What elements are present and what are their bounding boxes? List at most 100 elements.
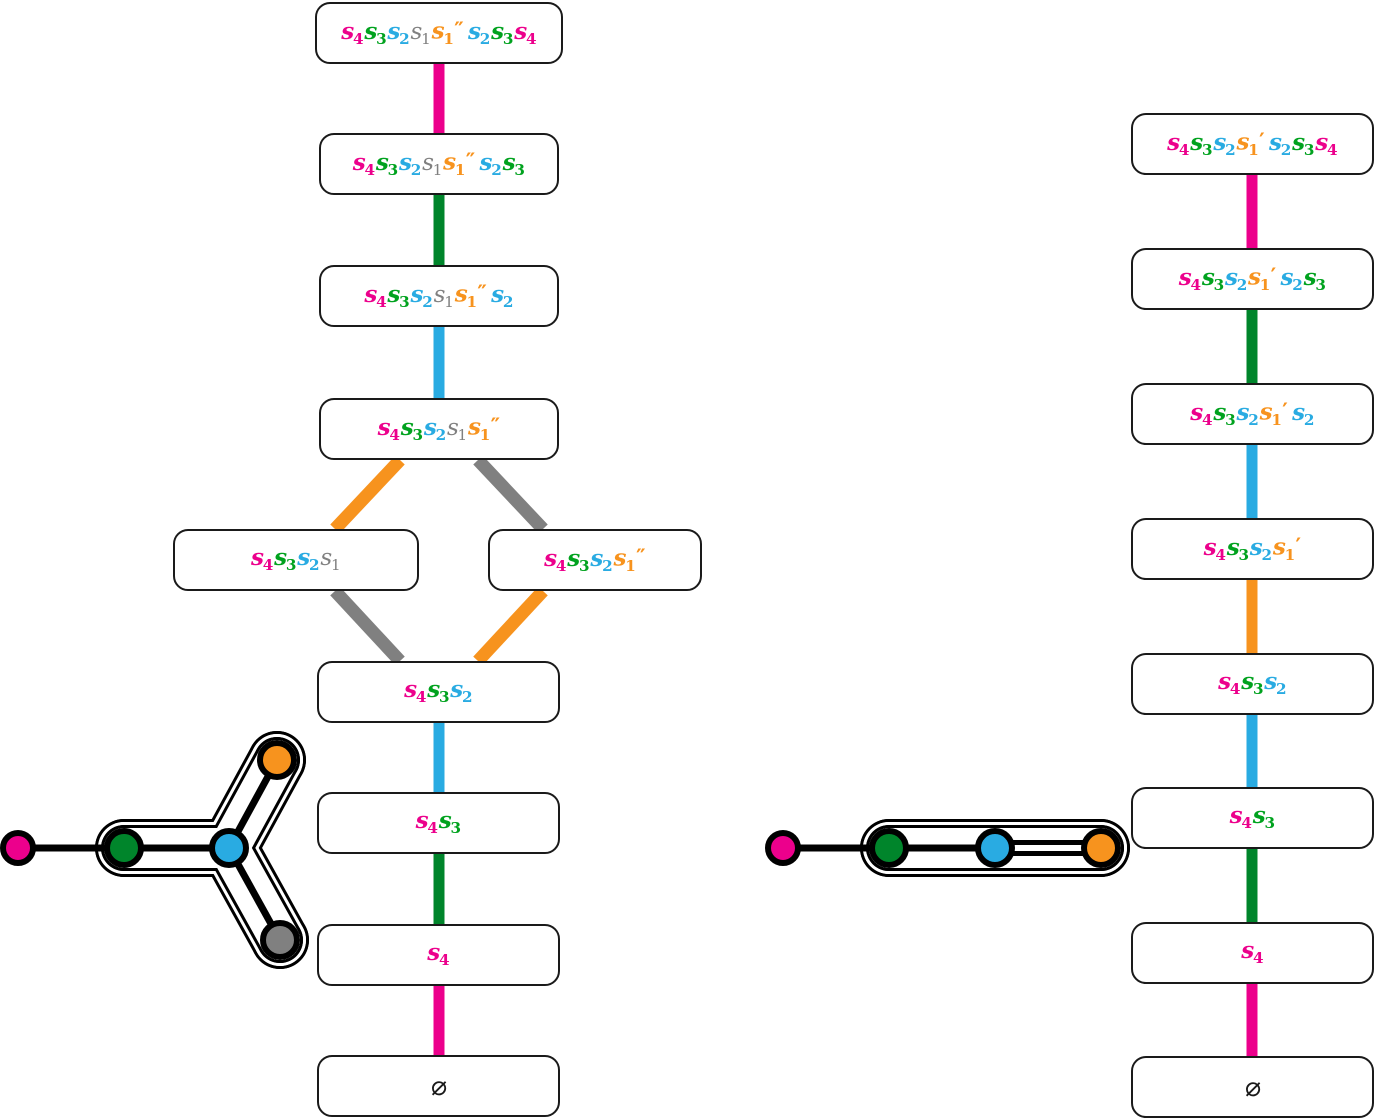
word-box-L5[interactable]: s4s3s2 <box>317 661 560 723</box>
generator-s2: s2 <box>1292 398 1315 429</box>
word-box-L1[interactable]: s4s3s2s1s1″s2s3 <box>319 133 559 195</box>
generator-s4: s4 <box>1241 937 1264 968</box>
empty-set-symbol: ⌀ <box>430 1070 447 1102</box>
generator-s1-prime: s1″ <box>431 17 464 48</box>
generator-s2: s2 <box>1264 668 1287 699</box>
generator-s2: s2 <box>410 280 434 311</box>
generator-s1-prime: s1″ <box>468 413 501 444</box>
word-box-L8[interactable]: ⌀ <box>317 1055 560 1117</box>
dynkin-node-e3[interactable] <box>975 828 1015 868</box>
generator-s1-prime: s1′ <box>1259 398 1289 429</box>
generator-s2: s2 <box>1236 398 1260 429</box>
word-expression: s4s3s2s1 <box>251 546 341 573</box>
word-expression: s4s3s2s1s1″s2s3 <box>353 150 525 178</box>
word-expression: s4s3s2s1s1″ <box>378 415 501 443</box>
word-box-R7[interactable]: ⌀ <box>1131 1056 1374 1118</box>
dynkin-node-e4[interactable] <box>1081 828 1121 868</box>
dynkin-node-d4[interactable] <box>257 740 297 780</box>
generator-s2: s2 <box>491 280 514 311</box>
dynkin-node-d5[interactable] <box>260 920 300 960</box>
word-expression: s4s3s2s1′s2s3s4 <box>1167 130 1338 158</box>
lattice-edge-L4b-L5 <box>473 586 548 666</box>
generator-s1: s1 <box>422 149 443 179</box>
word-box-L4a[interactable]: s4s3s2s1 <box>173 529 419 591</box>
generator-s3: s3 <box>1190 128 1213 159</box>
word-expression: s4s3s2s1′s2s3 <box>1179 265 1327 293</box>
left-dynkin-diagram <box>0 731 309 969</box>
lattice-edge-L4a-L5 <box>330 586 405 666</box>
generator-s2: s2 <box>1224 263 1248 294</box>
word-box-L3[interactable]: s4s3s2s1s1″ <box>319 398 559 460</box>
word-box-R6[interactable]: s4 <box>1131 922 1374 984</box>
word-box-R1[interactable]: s4s3s2s1′s2s3 <box>1131 248 1374 310</box>
word-box-L0[interactable]: s4s3s2s1s1″s2s3s4 <box>315 2 563 64</box>
generator-s1: s1 <box>446 414 468 444</box>
generator-s4: s4 <box>341 17 364 48</box>
word-expression: s4s3s2 <box>1218 670 1287 697</box>
generator-s3: s3 <box>567 544 590 575</box>
generator-s2: s2 <box>297 544 320 575</box>
word-box-R5[interactable]: s4s3 <box>1131 787 1374 849</box>
generator-s4: s4 <box>352 148 376 179</box>
generator-s2: s2 <box>1280 263 1304 294</box>
generator-s1-prime: s1″ <box>443 148 476 179</box>
generator-s2: s2 <box>1269 128 1292 159</box>
word-expression: ⌀ <box>1244 1074 1261 1101</box>
generator-s3: s3 <box>375 148 399 179</box>
generator-s3: s3 <box>491 17 514 48</box>
word-expression: s4s3s2s1′ <box>1204 535 1302 563</box>
dynkin-node-e1[interactable] <box>765 830 801 866</box>
word-box-L2[interactable]: s4s3s2s1s1″s2 <box>319 265 559 327</box>
generator-s4: s4 <box>1178 263 1202 294</box>
generator-s3: s3 <box>387 280 411 311</box>
generator-s4: s4 <box>1203 533 1227 564</box>
generator-s4: s4 <box>377 413 401 444</box>
generator-s4: s4 <box>544 544 567 575</box>
generator-s3: s3 <box>427 676 450 707</box>
word-expression: s4s3 <box>416 809 462 836</box>
generator-s2: s2 <box>387 17 411 48</box>
dynkin-node-d2[interactable] <box>104 828 144 868</box>
dynkin-node-e2[interactable] <box>869 828 909 868</box>
generator-s4: s4 <box>427 939 450 970</box>
generator-s4: s4 <box>1190 398 1213 429</box>
generator-s1-prime: s1″ <box>613 544 646 575</box>
word-expression: s4s3s2 <box>404 678 473 705</box>
word-box-R0[interactable]: s4s3s2s1′s2s3s4 <box>1131 113 1374 175</box>
word-expression: s4s3 <box>1230 804 1276 831</box>
word-box-R4[interactable]: s4s3s2 <box>1131 653 1374 715</box>
generator-s4: s4 <box>1315 128 1338 159</box>
right-dynkin-diagram <box>765 819 1130 877</box>
generator-s2: s2 <box>398 148 422 179</box>
dynkin-node-d3[interactable] <box>209 828 249 868</box>
generator-s3: s3 <box>274 544 297 575</box>
generator-s3: s3 <box>1252 802 1276 833</box>
generator-s3: s3 <box>1241 668 1264 699</box>
dynkin-nodes <box>0 740 300 960</box>
generator-s1: s1 <box>433 281 455 311</box>
dynkin-nodes <box>765 828 1121 868</box>
word-box-R2[interactable]: s4s3s2s1′s2 <box>1131 383 1374 445</box>
generator-s3: s3 <box>502 148 526 179</box>
generator-s3: s3 <box>1201 263 1225 294</box>
generator-s2: s2 <box>467 17 491 48</box>
generator-s2: s2 <box>590 544 613 575</box>
generator-s1-prime: s1′ <box>1248 263 1277 294</box>
dynkin-node-d1[interactable] <box>0 830 36 866</box>
word-box-L6[interactable]: s4s3 <box>317 792 560 854</box>
generator-s1-prime: s1′ <box>1236 128 1265 159</box>
lattice-edge-L3-L4a <box>330 455 405 534</box>
generator-s4: s4 <box>404 676 427 707</box>
empty-set-symbol: ⌀ <box>1244 1071 1261 1103</box>
generator-s3: s3 <box>438 807 462 838</box>
generator-s4: s4 <box>1218 668 1241 699</box>
word-box-R3[interactable]: s4s3s2s1′ <box>1131 518 1374 580</box>
generator-s2: s2 <box>423 413 447 444</box>
word-expression: ⌀ <box>430 1073 447 1100</box>
generator-s3: s3 <box>1213 398 1236 429</box>
word-box-L7[interactable]: s4 <box>317 924 560 986</box>
generator-s3: s3 <box>1292 128 1315 159</box>
generator-s4: s4 <box>251 544 274 575</box>
word-box-L4b[interactable]: s4s3s2s1″ <box>488 529 702 591</box>
